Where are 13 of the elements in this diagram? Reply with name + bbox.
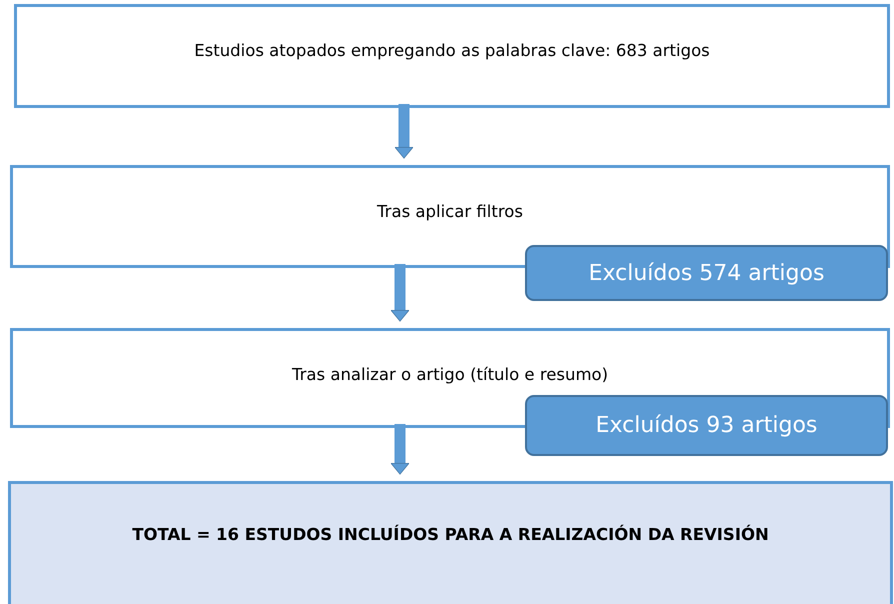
result-box [8,481,893,604]
process-box [14,4,890,108]
excluded-count: Excluídos 93 artigos [596,413,818,438]
result-text: TOTAL = 16 ESTUDOS INCLUÍDOS PARA A REALIZACIÓN DA REVISIÓN [132,524,769,544]
block-arrow [390,424,410,475]
exclusion-box [525,245,888,301]
block-arrow [390,264,410,322]
step-text: Estudios atopados empregando as palabras clave: 683 artigos [194,41,710,60]
step-text: Tras analizar o artigo (título e resumo) [292,365,608,384]
step-text: Tras aplicar filtros [377,202,523,221]
excluded-count: Excluídos 574 artigos [588,260,824,286]
exclusion-box [525,395,888,456]
block-arrow [394,104,414,159]
